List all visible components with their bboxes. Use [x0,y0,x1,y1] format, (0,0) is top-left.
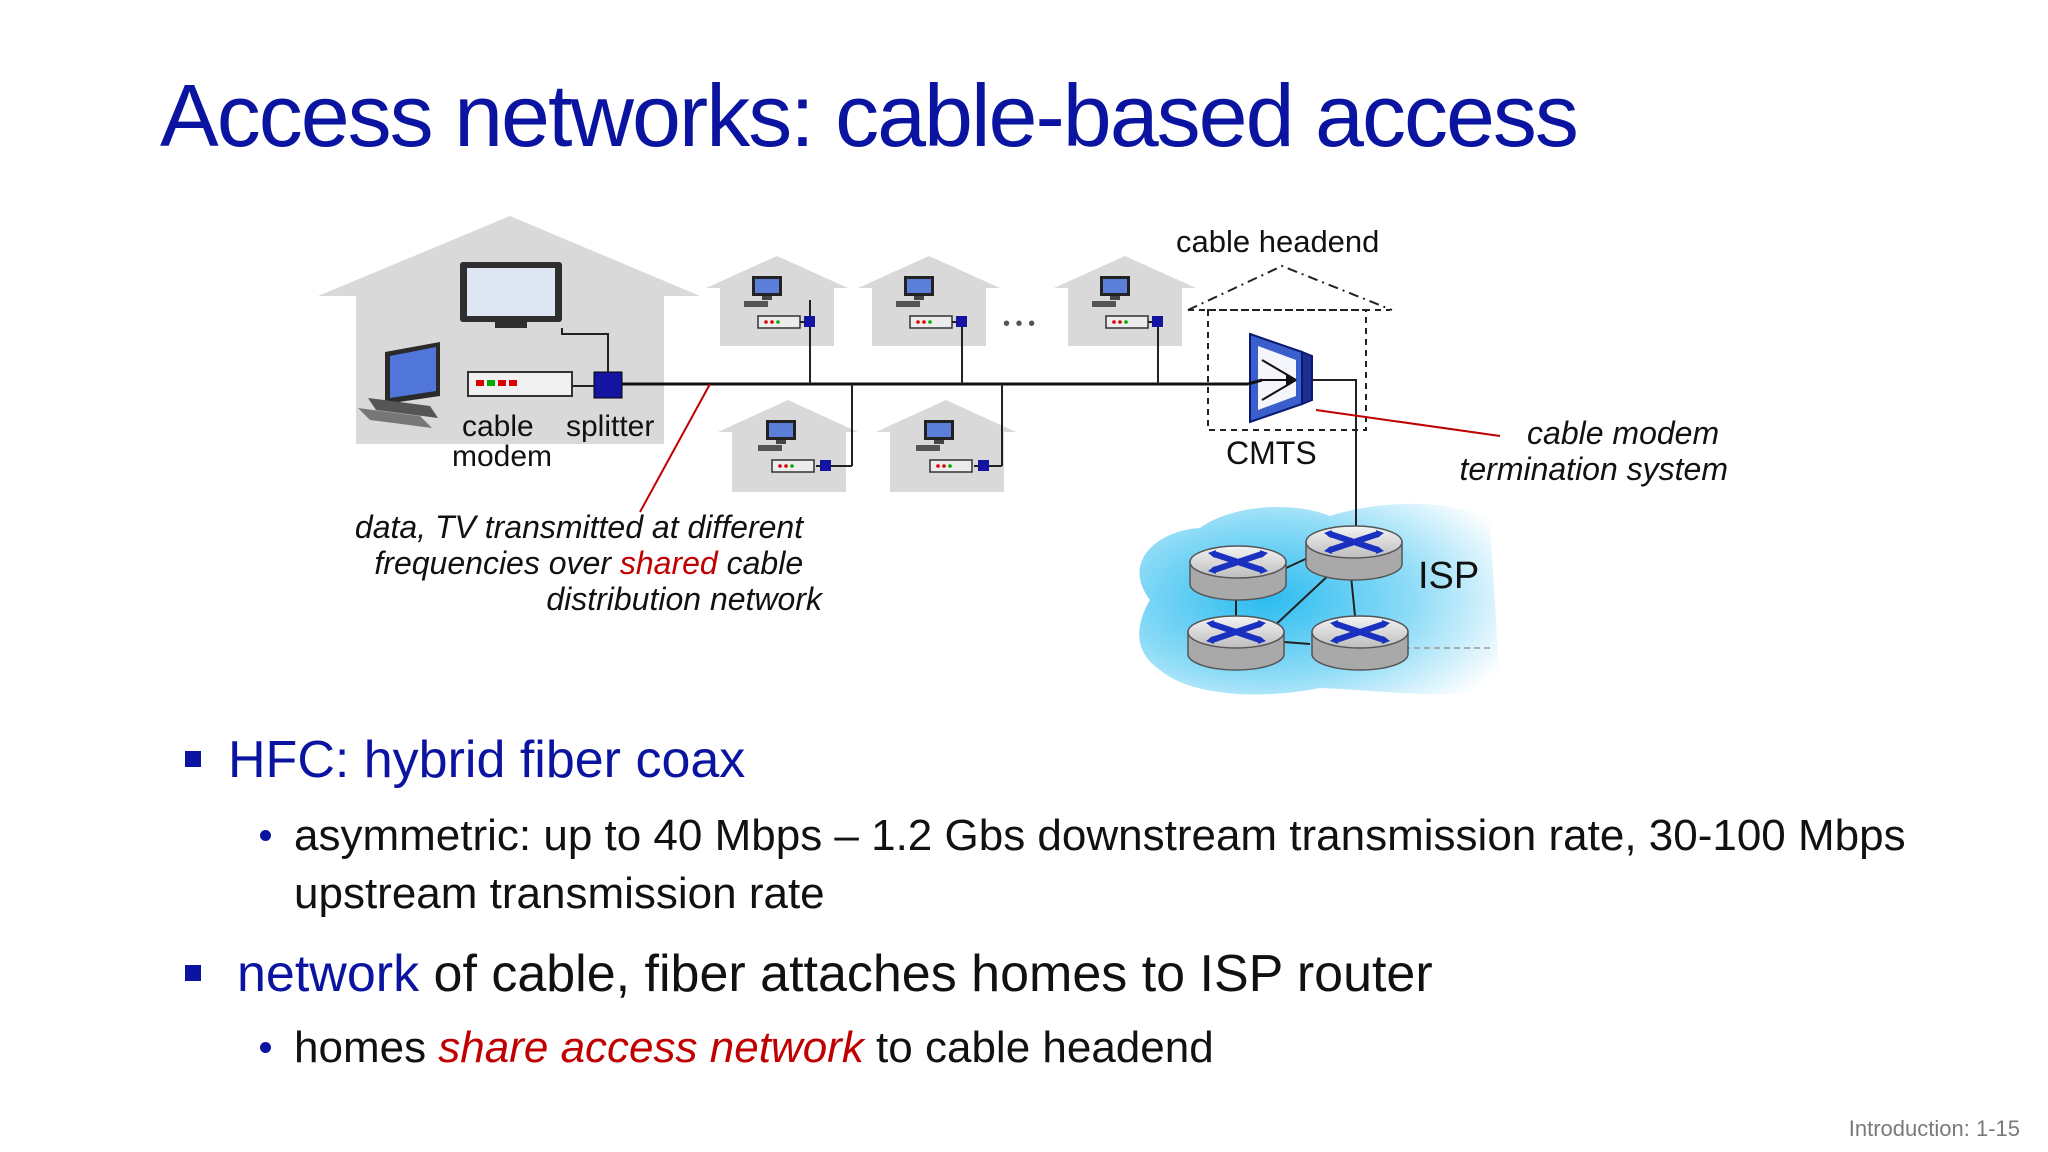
home-bottom-1 [718,384,858,492]
cable-headend [1187,264,1393,504]
computer-icon [358,342,440,428]
sub-bullet-homes: homes share access network to cable head… [258,1026,1214,1070]
cmts-icon [1249,332,1313,424]
slide-number: Introduction: 1-15 [1848,1116,2020,1141]
splitter-icon [593,371,623,399]
cable-access-diagram: • • • [318,216,1728,695]
home-top-1 [706,256,848,384]
router-icon [1306,526,1402,580]
shared-cable-annotation: data, TV transmitted at different freque… [355,509,824,617]
home-top-3 [1054,256,1196,384]
slide-title: Access networks: cable-based access [160,66,1579,165]
main-home [318,216,700,444]
router-icon [1312,616,1408,670]
bullet-hfc-text: HFC: hybrid fiber coax [228,731,746,789]
bullet-marker [260,1042,271,1053]
bullet-marker [185,751,201,767]
tv-icon [460,262,562,328]
router-icon [1188,616,1284,670]
bullet-hfc: HFC: hybrid fiber coax [182,734,745,786]
sub-bullet-asymmetric: asymmetric: up to 40 Mbps – 1.2 Gbs down… [258,814,1906,858]
home-bottom-2 [876,384,1016,492]
cable-modem-icon [467,371,573,397]
sub-bullet-asymmetric-cont: upstream transmission rate [294,869,825,918]
bullet-marker [260,830,271,841]
isp-network [1139,503,1500,695]
cmts-description: cable modem termination system [1459,415,1728,487]
isp-label: ISP [1418,555,1479,597]
cable-modem-label: cable modem [452,410,552,473]
bullet-marker [185,965,201,981]
cable-headend-label: cable headend [1176,224,1379,259]
router-icon [1190,546,1286,600]
home-top-2 [858,256,1000,384]
cmts-label: CMTS [1226,435,1317,471]
splitter-label: splitter [566,410,654,443]
bullet-network: network of cable, fiber attaches homes t… [182,948,1433,1000]
more-homes-ellipsis: • • • [1003,313,1035,335]
